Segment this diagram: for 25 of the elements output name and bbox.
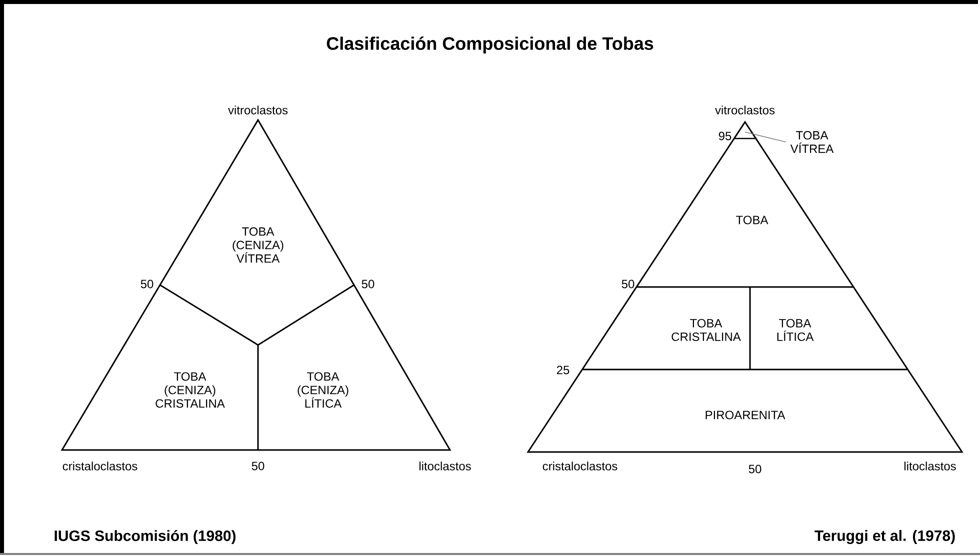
- vertex-label: cristaloclastos: [542, 462, 618, 470]
- field-label: TOBA: [736, 216, 768, 224]
- tick-label: 50: [622, 280, 634, 288]
- tick-label: 50: [748, 464, 762, 474]
- field-label: PIROARENITA: [706, 410, 786, 420]
- citation: IUGS Subcomisión (1980): [54, 530, 236, 544]
- tick-label: 25: [556, 366, 570, 374]
- vertex-label: litoclastos: [904, 462, 956, 470]
- field-label: TOBA (CENIZA) CRISTALINA: [156, 372, 225, 408]
- tick-label: 95: [718, 132, 732, 140]
- title: Clasificación Composicional de Tobas: [326, 36, 654, 54]
- vertex-label: vitroclastos: [228, 106, 288, 114]
- field-label: TOBA (CENIZA) VÍTREA: [232, 227, 284, 263]
- citation: Teruggi et al. (1978): [814, 530, 955, 544]
- field-label: TOBA LÍTICA: [777, 319, 814, 341]
- vertex-label: vitroclastos: [715, 106, 775, 114]
- field-label: TOBA VÍTREA: [790, 131, 834, 153]
- leader-line: [744, 132, 786, 142]
- tick-label: 50: [362, 280, 374, 288]
- field-label: TOBA CRISTALINA: [672, 319, 741, 341]
- vertex-label: litoclastos: [419, 462, 471, 470]
- tick-label: 50: [140, 280, 154, 288]
- tick-label: 50: [252, 462, 264, 470]
- vertex-label: cristaloclastos: [62, 462, 138, 470]
- field-label: TOBA (CENIZA) LÍTICA: [298, 372, 348, 408]
